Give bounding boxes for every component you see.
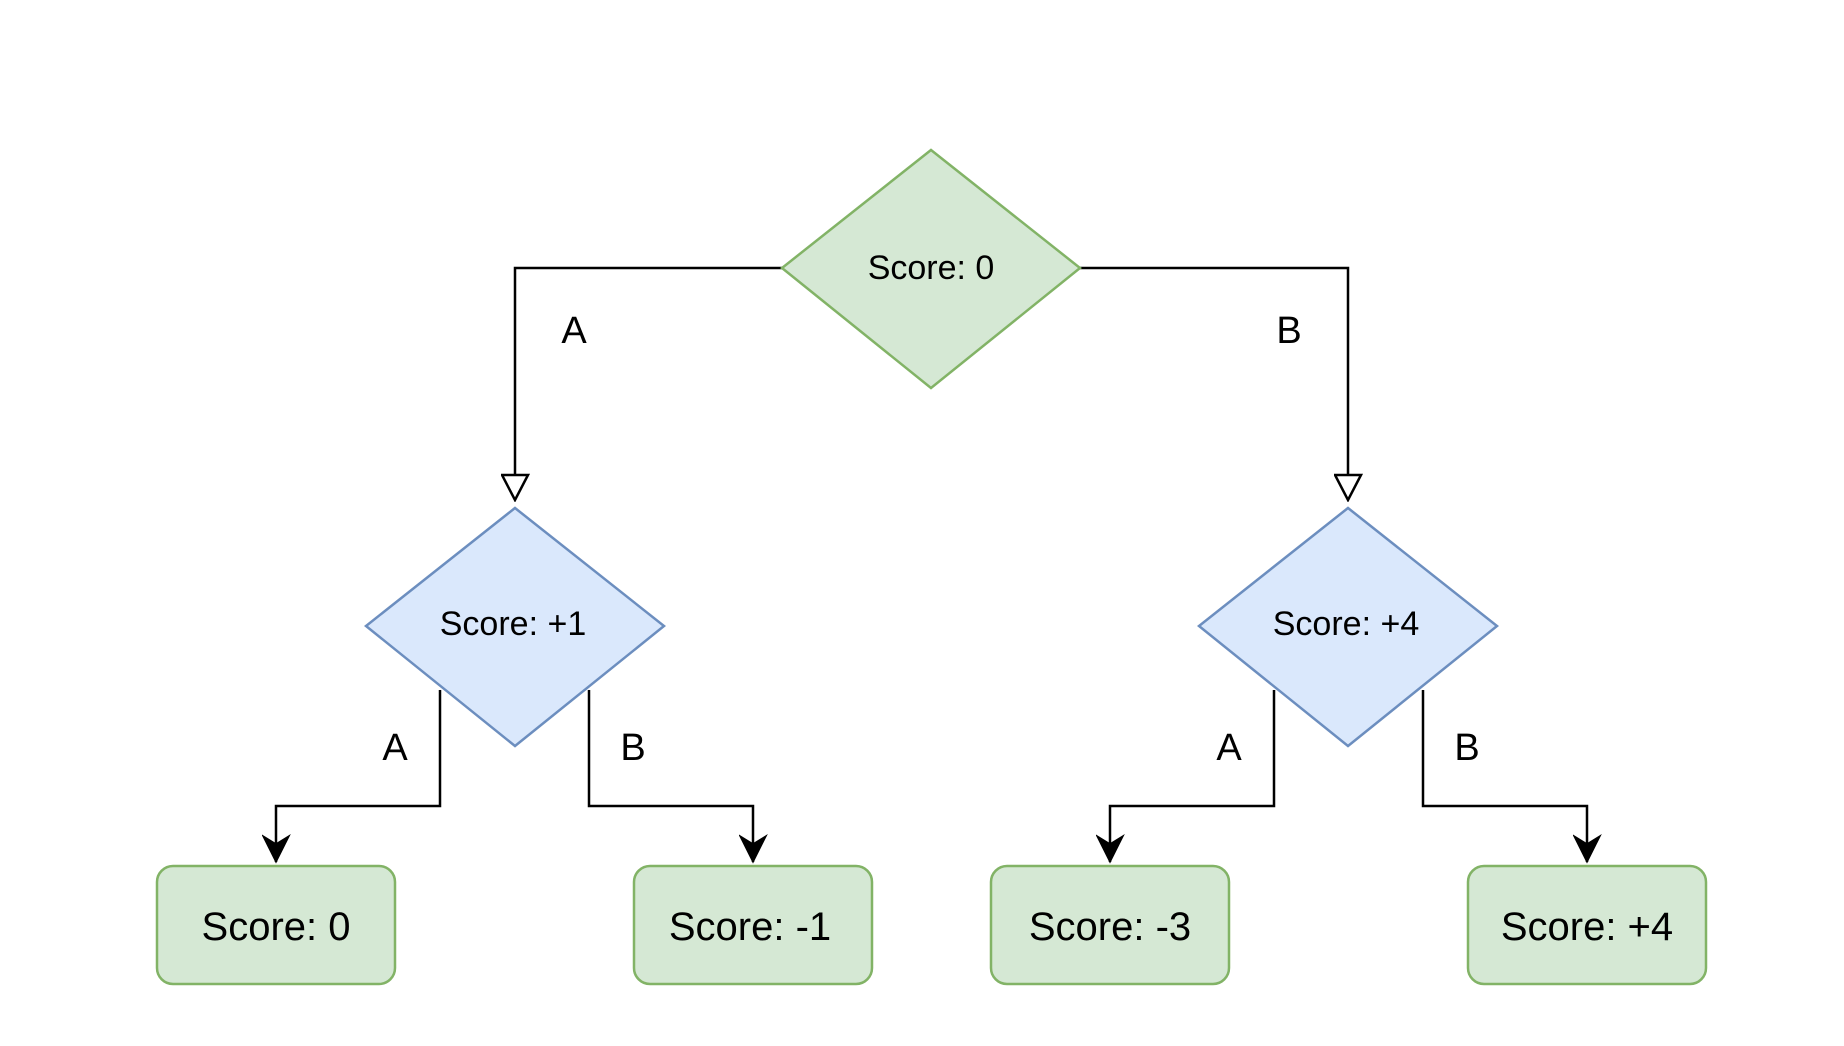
leaf-label-3: Score: +4 bbox=[1501, 905, 1673, 949]
edge-left-to-leaf-0 bbox=[276, 690, 442, 862]
edge-left-to-leaf-1 bbox=[587, 690, 753, 862]
leaf-box-1 bbox=[632, 864, 874, 986]
edge-root-to-right bbox=[1080, 266, 1348, 500]
edge-label-left-b: B bbox=[620, 727, 645, 769]
right-decision-diamond bbox=[1196, 506, 1500, 748]
left-decision-diamond bbox=[363, 506, 667, 748]
edge-right-to-leaf-3 bbox=[1421, 690, 1587, 862]
edge-label-right-a: A bbox=[1216, 727, 1242, 769]
edge-right-to-leaf-2 bbox=[1110, 690, 1276, 862]
leaf-label-0: Score: 0 bbox=[202, 905, 351, 949]
left-decision-label: Score: +1 bbox=[440, 605, 586, 643]
leaf-box-0 bbox=[155, 864, 397, 986]
edge-label-root-left: A bbox=[561, 310, 587, 352]
right-decision-label: Score: +4 bbox=[1273, 605, 1419, 643]
edge-label-root-right: B bbox=[1276, 310, 1301, 352]
leaf-label-2: Score: -3 bbox=[1029, 905, 1191, 949]
leaf-box-3 bbox=[1466, 864, 1708, 986]
leaf-box-2 bbox=[989, 864, 1231, 986]
edge-root-to-left bbox=[515, 266, 782, 500]
root-label: Score: 0 bbox=[868, 249, 995, 287]
edge-label-right-b: B bbox=[1454, 727, 1479, 769]
leaf-label-1: Score: -1 bbox=[669, 905, 831, 949]
edge-label-left-a: A bbox=[382, 727, 408, 769]
root-diamond bbox=[779, 148, 1083, 390]
